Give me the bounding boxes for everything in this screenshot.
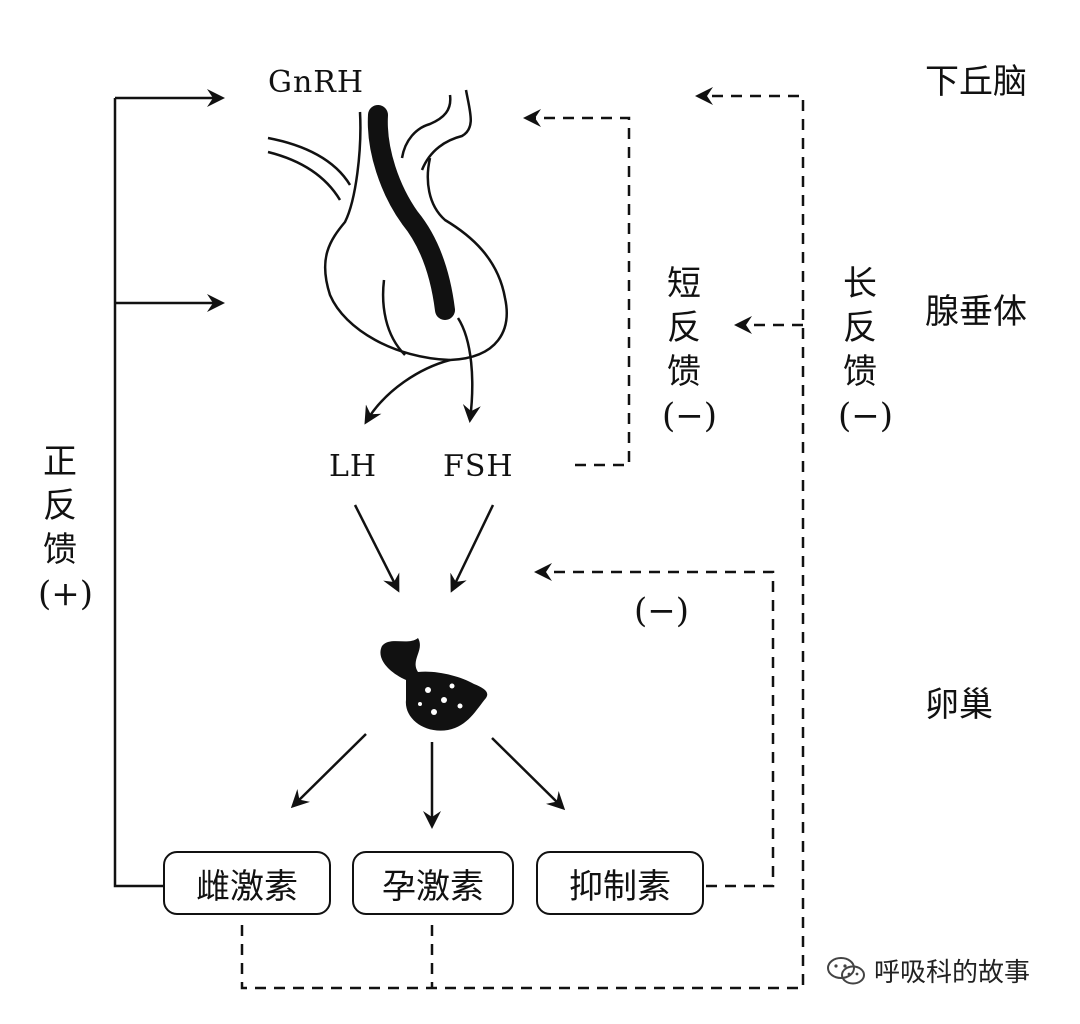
short-feedback-char-3: 馈 bbox=[667, 352, 701, 392]
watermark: 呼吸科的故事 bbox=[826, 952, 1030, 989]
gnrh-label: GnRH bbox=[268, 65, 365, 100]
positive-feedback-char-3: 馈 bbox=[43, 530, 77, 570]
positive-feedback-char-2: 反 bbox=[43, 486, 77, 526]
short-feedback-sign: (−) bbox=[662, 396, 718, 436]
inhibin-feedback-line bbox=[534, 563, 775, 888]
wechat-icon bbox=[827, 956, 865, 984]
ovary-label: 卵巢 bbox=[925, 685, 993, 725]
progesterone-box: 孕激素 bbox=[352, 851, 514, 915]
inhibin-box: 抑制素 bbox=[536, 851, 704, 915]
hypothalamus-label: 下丘脑 bbox=[925, 62, 1027, 102]
gonadotropin-arrows bbox=[353, 504, 495, 593]
long-feedback-sign: (−) bbox=[838, 396, 894, 436]
long-feedback-line bbox=[240, 87, 805, 990]
ovary-illustration bbox=[380, 638, 488, 731]
estrogen-box: 雌激素 bbox=[163, 851, 331, 915]
pituitary-label: 腺垂体 bbox=[925, 292, 1027, 332]
watermark-text: 呼吸科的故事 bbox=[874, 958, 1031, 988]
positive-feedback-label: 正 反 馈 (+) bbox=[38, 440, 94, 616]
positive-feedback-line bbox=[113, 89, 225, 888]
long-feedback-char-1: 长 bbox=[843, 264, 877, 304]
short-feedback-label: 短 反 馈 (−) bbox=[662, 262, 718, 438]
long-feedback-label: 长 反 馈 (−) bbox=[838, 262, 894, 438]
lh-label: LH bbox=[329, 449, 378, 484]
ovary-output-arrows bbox=[290, 733, 566, 829]
ovary-negative-feedback-label: (−) bbox=[634, 591, 690, 631]
positive-feedback-sign: (+) bbox=[38, 574, 94, 614]
short-feedback-char-2: 反 bbox=[667, 308, 701, 348]
long-feedback-char-3: 馈 bbox=[843, 352, 877, 392]
short-feedback-char-1: 短 bbox=[667, 264, 701, 304]
positive-feedback-char-1: 正 bbox=[43, 442, 77, 482]
long-feedback-char-2: 反 bbox=[843, 308, 877, 348]
pituitary-gland-illustration bbox=[267, 89, 508, 425]
fsh-label: FSH bbox=[443, 449, 514, 484]
short-feedback-line bbox=[523, 109, 631, 467]
